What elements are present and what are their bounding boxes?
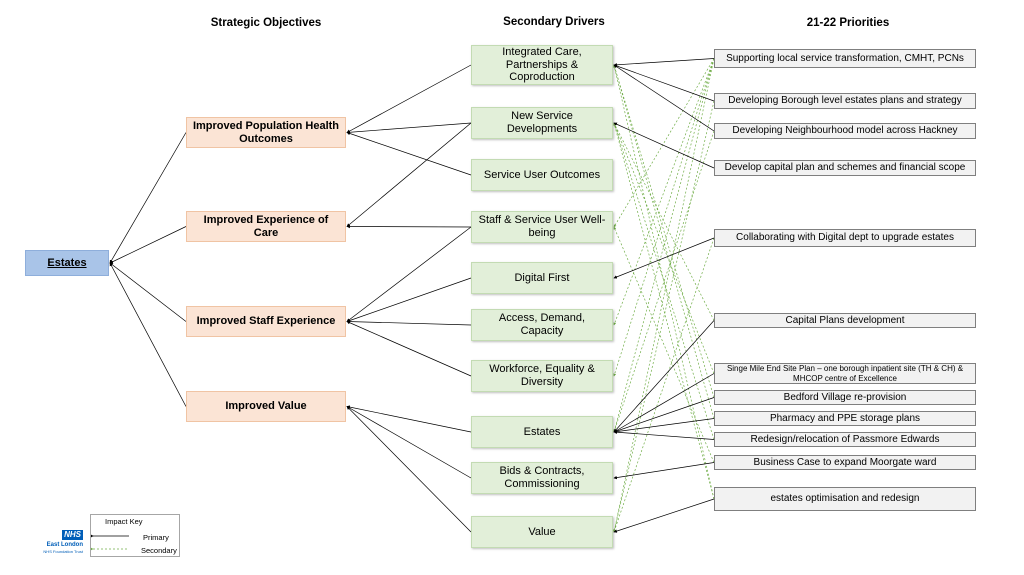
secondary-link-p6-d2 xyxy=(613,122,715,321)
driver-estates[interactable]: Estates xyxy=(471,416,613,448)
header-strategic-objectives: Strategic Objectives xyxy=(210,17,322,29)
link-root-o1 xyxy=(109,132,187,264)
link-p6-d8 xyxy=(613,320,715,433)
logo-subtitle: NHS Foundation Trust xyxy=(43,549,83,554)
header-secondary-drivers: Secondary Drivers xyxy=(503,16,605,28)
secondary-link-p9-d1 xyxy=(613,64,715,419)
priority-neighbourhood-model[interactable]: Developing Neighbourhood model across Ha… xyxy=(714,123,976,139)
secondary-link-p1-d8 xyxy=(613,58,715,433)
driver-integrated-care[interactable]: Integrated Care, Partnerships & Coproduc… xyxy=(471,45,613,85)
priority-pharmacy-ppe-storage[interactable]: Pharmacy and PPE storage plans xyxy=(714,411,976,426)
secondary-link-p3-d8 xyxy=(613,130,715,433)
objective-population-health[interactable]: Improved Population Health Outcomes xyxy=(186,117,346,148)
impact-key: Impact Key Primary Secondary xyxy=(90,514,180,557)
root-node-estates[interactable]: Estates xyxy=(25,250,109,276)
driver-access-demand-capacity[interactable]: Access, Demand, Capacity xyxy=(471,309,613,341)
link-p10-d8 xyxy=(613,430,715,440)
driver-service-user-outcomes[interactable]: Service User Outcomes xyxy=(471,159,613,191)
secondary-link-p8-d1 xyxy=(613,64,715,398)
link-o3-d6 xyxy=(346,319,472,326)
link-root-o4 xyxy=(109,262,187,407)
priority-estates-optimisation[interactable]: estates optimisation and redesign xyxy=(714,487,976,511)
driver-new-service-developments[interactable]: New Service Developments xyxy=(471,107,613,139)
link-p5-d5 xyxy=(613,237,715,279)
driver-workforce-equality[interactable]: Workforce, Equality & Diversity xyxy=(471,360,613,392)
priority-moorgate-ward[interactable]: Business Case to expand Moorgate ward xyxy=(714,455,976,470)
driver-wellbeing[interactable]: Staff & Service User Well-being xyxy=(471,211,613,243)
secondary-link-p1-d6 xyxy=(613,58,715,326)
link-o1-d2 xyxy=(346,122,472,135)
impact-key-lines xyxy=(91,534,129,551)
link-root-o2 xyxy=(109,226,187,264)
header-priorities: 21-22 Priorities xyxy=(806,17,890,29)
link-o2-d4 xyxy=(346,224,472,229)
link-p4-d2 xyxy=(613,122,715,169)
impact-key-secondary: Secondary xyxy=(141,546,177,555)
secondary-link-p2-d10 xyxy=(613,100,715,533)
nhs-badge: NHS xyxy=(62,530,83,540)
link-o4-d10 xyxy=(346,406,472,533)
nhs-logo: NHS East London NHS Foundation Trust xyxy=(38,530,90,557)
link-o4-d8 xyxy=(346,405,472,433)
link-p3-d1 xyxy=(613,64,715,132)
logo-org-name: East London xyxy=(46,542,83,548)
secondary-link-p11-d4 xyxy=(613,226,715,463)
link-p7-d8 xyxy=(613,373,715,433)
link-p12-d10 xyxy=(613,498,715,533)
link-o3-d7 xyxy=(346,321,472,377)
driver-bids-contracts[interactable]: Bids & Contracts, Commissioning xyxy=(471,462,613,494)
link-p8-d8 xyxy=(613,397,715,433)
link-o3-d5 xyxy=(346,277,472,323)
priority-mile-end-site-plan[interactable]: Singe Mile End Site Plan – one borough i… xyxy=(714,363,976,384)
priority-capital-plan-schemes[interactable]: Develop capital plan and schemes and fin… xyxy=(714,160,976,176)
secondary-link-p1-d10 xyxy=(613,58,715,533)
priority-digital-collaboration[interactable]: Collaborating with Digital dept to upgra… xyxy=(714,229,976,247)
driver-digital-first[interactable]: Digital First xyxy=(471,262,613,294)
objective-experience-of-care[interactable]: Improved Experience of Care xyxy=(186,211,346,242)
link-root-o3 xyxy=(109,262,187,322)
secondary-link-p1-d7 xyxy=(613,58,715,377)
priority-local-service-transformation[interactable]: Supporting local service transformation,… xyxy=(714,49,976,68)
link-p11-d9 xyxy=(613,462,715,480)
driver-value[interactable]: Value xyxy=(471,516,613,548)
link-o2-d2 xyxy=(346,122,472,227)
secondary-link-p7-d2 xyxy=(613,122,715,374)
objective-value[interactable]: Improved Value xyxy=(186,391,346,422)
priority-capital-plans-development[interactable]: Capital Plans development xyxy=(714,313,976,328)
secondary-link-p12-d2 xyxy=(613,122,715,500)
secondary-link-p1-d4 xyxy=(613,58,715,228)
link-p1-d1 xyxy=(613,58,715,67)
objective-staff-experience[interactable]: Improved Staff Experience xyxy=(186,306,346,337)
link-o1-d3 xyxy=(346,131,472,176)
link-p2-d1 xyxy=(613,64,715,102)
priority-passmore-edwards[interactable]: Redesign/relocation of Passmore Edwards xyxy=(714,432,976,447)
link-o3-d4 xyxy=(346,226,472,322)
priority-borough-estates-plans[interactable]: Developing Borough level estates plans a… xyxy=(714,93,976,109)
impact-key-primary: Primary xyxy=(143,533,169,542)
secondary-link-p10-d2 xyxy=(613,122,715,440)
impact-key-title: Impact Key xyxy=(105,517,143,526)
priority-bedford-village[interactable]: Bedford Village re-provision xyxy=(714,390,976,405)
link-p9-d8 xyxy=(613,418,715,434)
link-o1-d1 xyxy=(346,64,472,133)
link-o4-d9 xyxy=(346,406,472,479)
